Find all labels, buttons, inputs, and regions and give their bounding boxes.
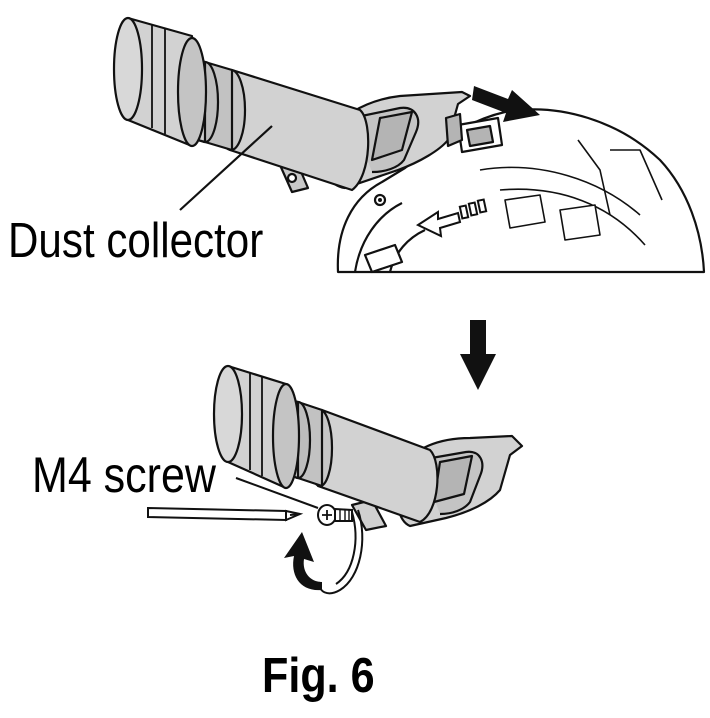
rotate-arrow-icon — [284, 532, 322, 591]
arrow-down-icon — [460, 320, 496, 390]
dust-collector-top — [112, 16, 472, 194]
arrow-right-down-icon — [472, 86, 540, 122]
dust-collector-bottom — [212, 364, 524, 532]
m4-screw-label: M4 screw — [32, 447, 216, 503]
m4-screw — [317, 504, 353, 526]
m4-screw-leader — [235, 477, 319, 509]
arrow-left-icon — [415, 198, 488, 238]
screwdriver — [147, 506, 304, 522]
figure-caption: Fig. 6 — [262, 649, 375, 703]
dust-collector-leader — [179, 125, 273, 211]
dust-collector-label: Dust collector — [8, 214, 264, 268]
